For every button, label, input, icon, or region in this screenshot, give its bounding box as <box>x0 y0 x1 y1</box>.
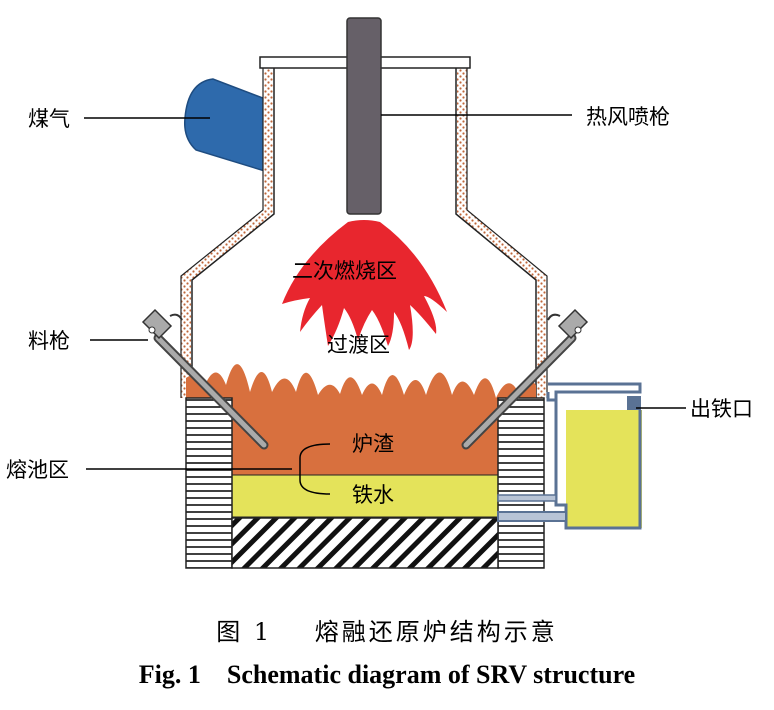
caption-english: Fig. 1 Schematic diagram of SRV structur… <box>138 660 636 689</box>
slag-label: 炉渣 <box>352 432 394 456</box>
secondary-combustion-label: 二次燃烧区 <box>292 259 397 283</box>
molten-pool-label: 熔池区 <box>6 458 69 482</box>
hearth-wall-left <box>185 397 233 569</box>
forehearth-vessel <box>548 382 642 530</box>
pool-bracket <box>299 443 331 495</box>
furnace-shell-right <box>457 68 547 398</box>
hearth-wall-right <box>497 397 545 569</box>
hot-metal-label: 铁水 <box>352 483 394 507</box>
forehearth-metal <box>566 410 642 528</box>
feed-lance-right <box>461 308 589 450</box>
gas-label: 煤气 <box>28 107 70 131</box>
tap-channel <box>497 511 567 522</box>
combustion-flame <box>282 220 447 350</box>
tap-hole-label: 出铁口 <box>690 397 753 421</box>
hot-blast-lance <box>346 17 382 215</box>
hearth-bottom <box>231 517 499 569</box>
srv-furnace-diagram: 煤气 热风喷枪 二次燃烧区 过渡区 料枪 炉渣 熔池区 铁水 出铁口 <box>6 17 753 569</box>
feed-lance-left <box>141 308 269 450</box>
hot-blast-lance-label: 热风喷枪 <box>586 105 670 129</box>
furnace-shell-left <box>181 68 273 398</box>
gas-duct <box>183 78 269 174</box>
hot-metal-layer <box>231 474 499 518</box>
feed-lance-label: 料枪 <box>28 329 70 353</box>
caption-chinese: 图 1 熔融还原炉结构示意 <box>216 618 558 646</box>
slag-layer <box>186 364 536 475</box>
transition-zone-label: 过渡区 <box>327 333 390 357</box>
